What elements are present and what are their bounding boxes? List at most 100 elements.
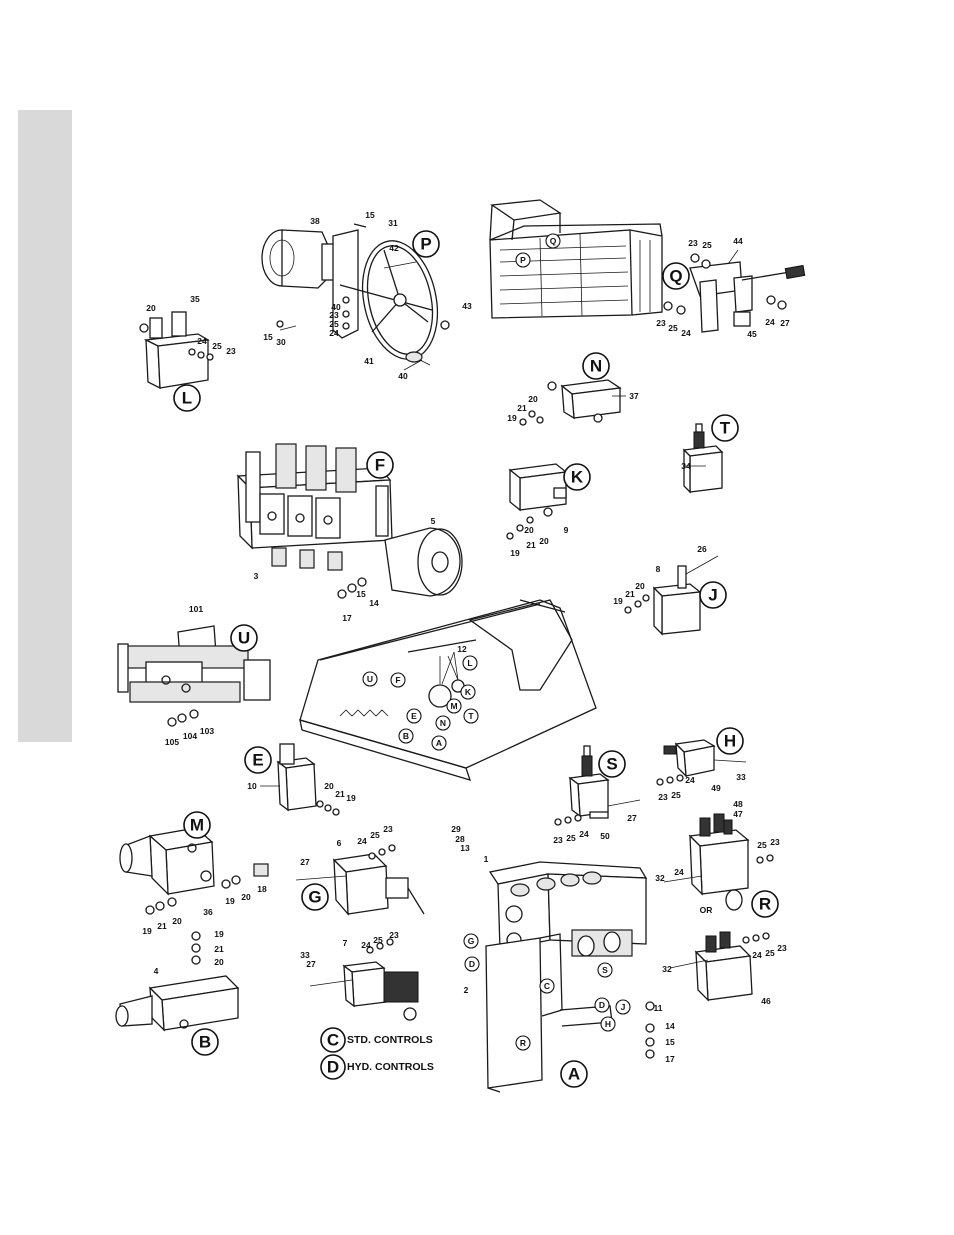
svg-text:20: 20 [539,536,549,546]
console-body [299,599,597,781]
svg-text:24: 24 [765,317,775,327]
svg-text:24: 24 [752,950,762,960]
assembly-f-manifold [236,443,463,599]
callout-s: S [598,750,626,778]
svg-text:12: 12 [457,644,467,654]
svg-text:S: S [606,755,617,774]
svg-text:25: 25 [702,240,712,250]
svg-text:23: 23 [553,835,563,845]
svg-text:24: 24 [579,829,589,839]
assembly-g-valve [295,844,425,916]
callout-h: H [716,727,744,755]
svg-text:Q: Q [550,236,557,246]
page-edge-bar [18,110,72,742]
svg-text:21: 21 [335,789,345,799]
svg-text:19: 19 [510,548,520,558]
svg-text:24: 24 [357,836,367,846]
svg-text:38: 38 [310,216,320,226]
assembly-m-valve [119,827,269,965]
svg-text:13: 13 [460,843,470,853]
assembly-r-valve-upper [663,813,774,911]
svg-text:20: 20 [172,916,182,926]
svg-text:27: 27 [306,959,316,969]
svg-text:18: 18 [257,884,267,894]
svg-text:D: D [327,1058,339,1077]
svg-text:2: 2 [464,985,469,995]
svg-text:14: 14 [665,1021,675,1031]
svg-text:7: 7 [343,938,348,948]
callout-m: M [183,811,211,839]
svg-text:P: P [520,255,526,265]
callout-e: E [244,746,272,774]
svg-text:21: 21 [526,540,536,550]
svg-text:T: T [720,419,731,438]
svg-text:14: 14 [369,598,379,608]
callout-q: Q [662,262,690,290]
svg-text:F: F [375,456,385,475]
svg-text:Q: Q [669,267,682,286]
or-label: OR [700,905,713,915]
callout-p: P [412,230,440,258]
svg-text:10: 10 [247,781,257,791]
assembly-l-valve [139,311,214,390]
svg-text:8: 8 [656,564,661,574]
assembly-r-valve-lower [669,931,770,1002]
svg-text:42: 42 [389,243,399,253]
svg-text:H: H [605,1019,611,1029]
svg-text:3: 3 [254,571,259,581]
svg-text:40: 40 [331,302,341,312]
svg-text:47: 47 [733,809,743,819]
svg-text:25: 25 [329,319,339,329]
callout-n: N [582,352,610,380]
svg-text:D: D [469,959,475,969]
svg-text:41: 41 [364,356,374,366]
svg-text:26: 26 [697,544,707,554]
svg-text:29: 29 [451,824,461,834]
svg-text:20: 20 [146,303,156,313]
callout-j: J [699,581,727,609]
svg-text:30: 30 [276,337,286,347]
callout-k: K [563,463,591,491]
svg-text:19: 19 [214,929,224,939]
svg-text:25: 25 [671,790,681,800]
svg-text:STD. CONTROLS: STD. CONTROLS [347,1034,433,1046]
svg-text:T: T [468,711,474,721]
svg-text:23: 23 [770,837,780,847]
svg-text:B: B [403,731,409,741]
svg-text:49: 49 [711,783,721,793]
svg-text:25: 25 [668,323,678,333]
assembly-s-valve [554,745,641,826]
assembly-k-valve [506,463,568,540]
svg-text:A: A [568,1065,580,1084]
svg-text:23: 23 [777,943,787,953]
svg-text:U: U [238,629,250,648]
assembly-b-valve [115,975,240,1032]
svg-text:20: 20 [528,394,538,404]
svg-text:24: 24 [674,867,684,877]
callout-g: G [301,883,329,911]
svg-text:101: 101 [189,604,203,614]
svg-text:19: 19 [346,793,356,803]
svg-text:25: 25 [566,833,576,843]
svg-text:M: M [190,816,204,835]
svg-text:36: 36 [203,907,213,917]
svg-text:G: G [468,936,475,946]
svg-text:25: 25 [757,840,767,850]
svg-text:A: A [436,738,442,748]
svg-text:23: 23 [329,310,339,320]
svg-text:19: 19 [142,926,152,936]
svg-text:21: 21 [517,403,527,413]
svg-text:J: J [621,1002,626,1012]
svg-text:C: C [544,981,550,991]
svg-text:K: K [571,468,584,487]
svg-text:27: 27 [780,318,790,328]
svg-text:B: B [199,1033,211,1052]
svg-text:25: 25 [765,948,775,958]
svg-text:23: 23 [656,318,666,328]
svg-text:50: 50 [600,831,610,841]
svg-text:44: 44 [733,236,743,246]
svg-text:27: 27 [627,813,637,823]
svg-text:24: 24 [361,940,371,950]
svg-text:4: 4 [154,966,159,976]
svg-text:K: K [465,687,472,697]
